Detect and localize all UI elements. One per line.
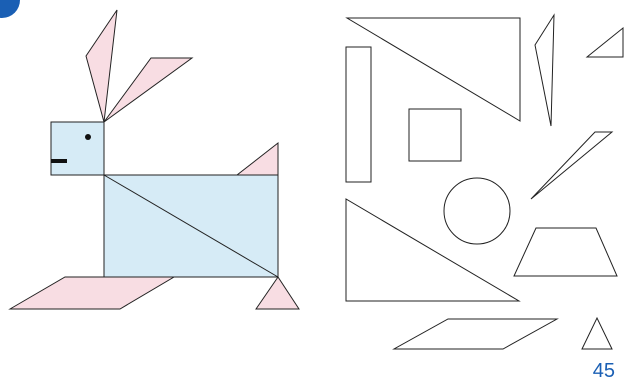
rabbit-tail <box>237 143 278 175</box>
small-triangle-top-right <box>587 28 623 57</box>
rabbit-mouth <box>51 159 67 163</box>
rabbit-head <box>51 122 104 175</box>
rabbit-back-foot <box>256 277 299 309</box>
shape-bank <box>346 15 623 349</box>
rabbit-front-foot <box>10 277 174 309</box>
slim-triangle-right <box>531 132 612 199</box>
narrow-triangle <box>535 15 554 126</box>
square-shape <box>409 109 461 161</box>
page-number: 45 <box>593 360 615 383</box>
large-triangle-bottom <box>346 199 519 301</box>
small-triangle-bottom-right <box>582 318 612 349</box>
circle-shape <box>444 178 510 244</box>
tall-rectangle <box>346 47 371 182</box>
rabbit-eye <box>85 134 91 140</box>
parallelogram-shape <box>394 319 557 349</box>
rabbit-ear-right <box>104 58 192 122</box>
rabbit-figure <box>10 10 299 309</box>
badge-icon <box>0 0 20 18</box>
rabbit-ear-left <box>86 10 117 122</box>
large-triangle-top <box>347 18 520 121</box>
trapezoid-shape <box>514 228 617 276</box>
